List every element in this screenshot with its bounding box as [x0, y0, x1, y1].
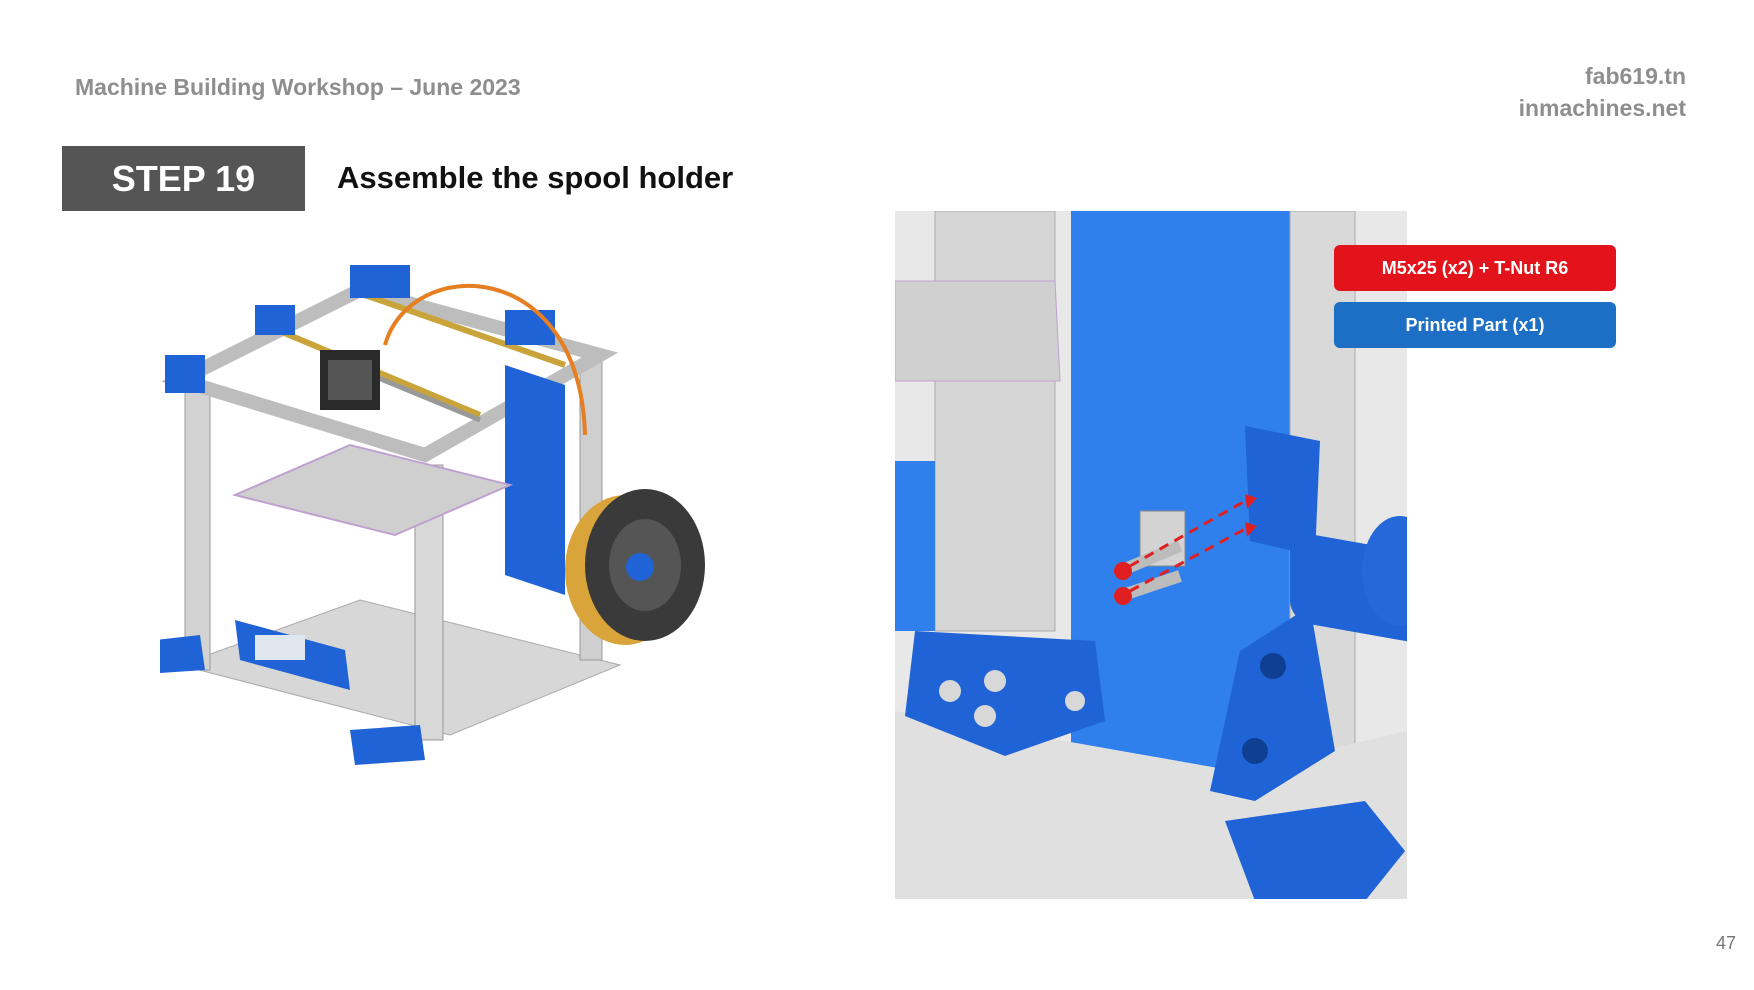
step-title: Assemble the spool holder [337, 160, 734, 195]
workshop-title: Machine Building Workshop – June 2023 [75, 74, 521, 100]
site-fab619: fab619.tn [1585, 63, 1686, 89]
hardware-badge: M5x25 (x2) + T-Nut R6 [1334, 245, 1616, 291]
spool-holder-detail-illustration [895, 211, 1407, 899]
printer-overview-illustration [160, 265, 705, 765]
site-links: fab619.tn inmachines.net [1519, 60, 1686, 124]
step-label: STEP 19 [62, 146, 305, 211]
page-number: 47 [1715, 933, 1736, 953]
site-inmachines: inmachines.net [1518, 95, 1686, 121]
printed-part-badge: Printed Part (x1) [1334, 302, 1616, 348]
